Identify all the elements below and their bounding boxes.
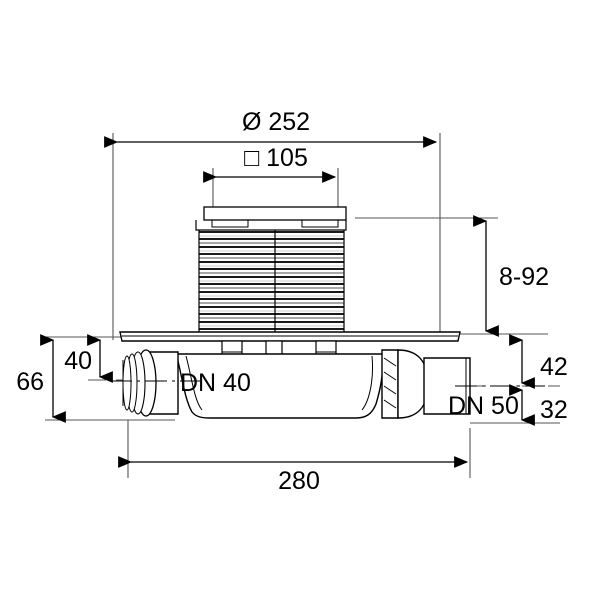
dimension-height-adjust: 8-92 [473, 215, 549, 337]
outlet-upper-label: 42 [540, 353, 568, 381]
height-adjust-label: 8-92 [499, 263, 549, 291]
dimension-square-grate: □ 105 [203, 144, 337, 183]
dn40-inlet-socket [122, 349, 179, 417]
inlet-center-label: 40 [64, 347, 92, 375]
outlet-lower-label: 32 [540, 396, 568, 424]
drain-trap-body [175, 353, 384, 419]
flange-plate [119, 331, 461, 356]
dimension-inlet-total: 66 [16, 334, 66, 423]
outlet-dn-label: DN 50 [448, 392, 519, 420]
dimension-overall-length: 280 [118, 456, 469, 495]
dimension-outlet-lower: 32 [509, 384, 568, 426]
overall-length-label: 280 [278, 467, 320, 495]
dn50-outlet-socket [381, 349, 471, 419]
dimension-inlet-center: 40 [64, 334, 113, 383]
telescopic-extension-grate [195, 206, 347, 332]
outer-diameter-label: Ø 252 [242, 108, 310, 136]
inlet-dn-label: DN 40 [180, 369, 251, 397]
dimension-outlet-upper: 42 [509, 334, 568, 389]
dimension-outer-diameter: Ø 252 [104, 108, 438, 148]
grate-slats [199, 230, 344, 331]
extension-lines [45, 133, 560, 478]
inlet-total-label: 66 [16, 368, 44, 396]
square-grate-label: □ 105 [244, 144, 308, 172]
